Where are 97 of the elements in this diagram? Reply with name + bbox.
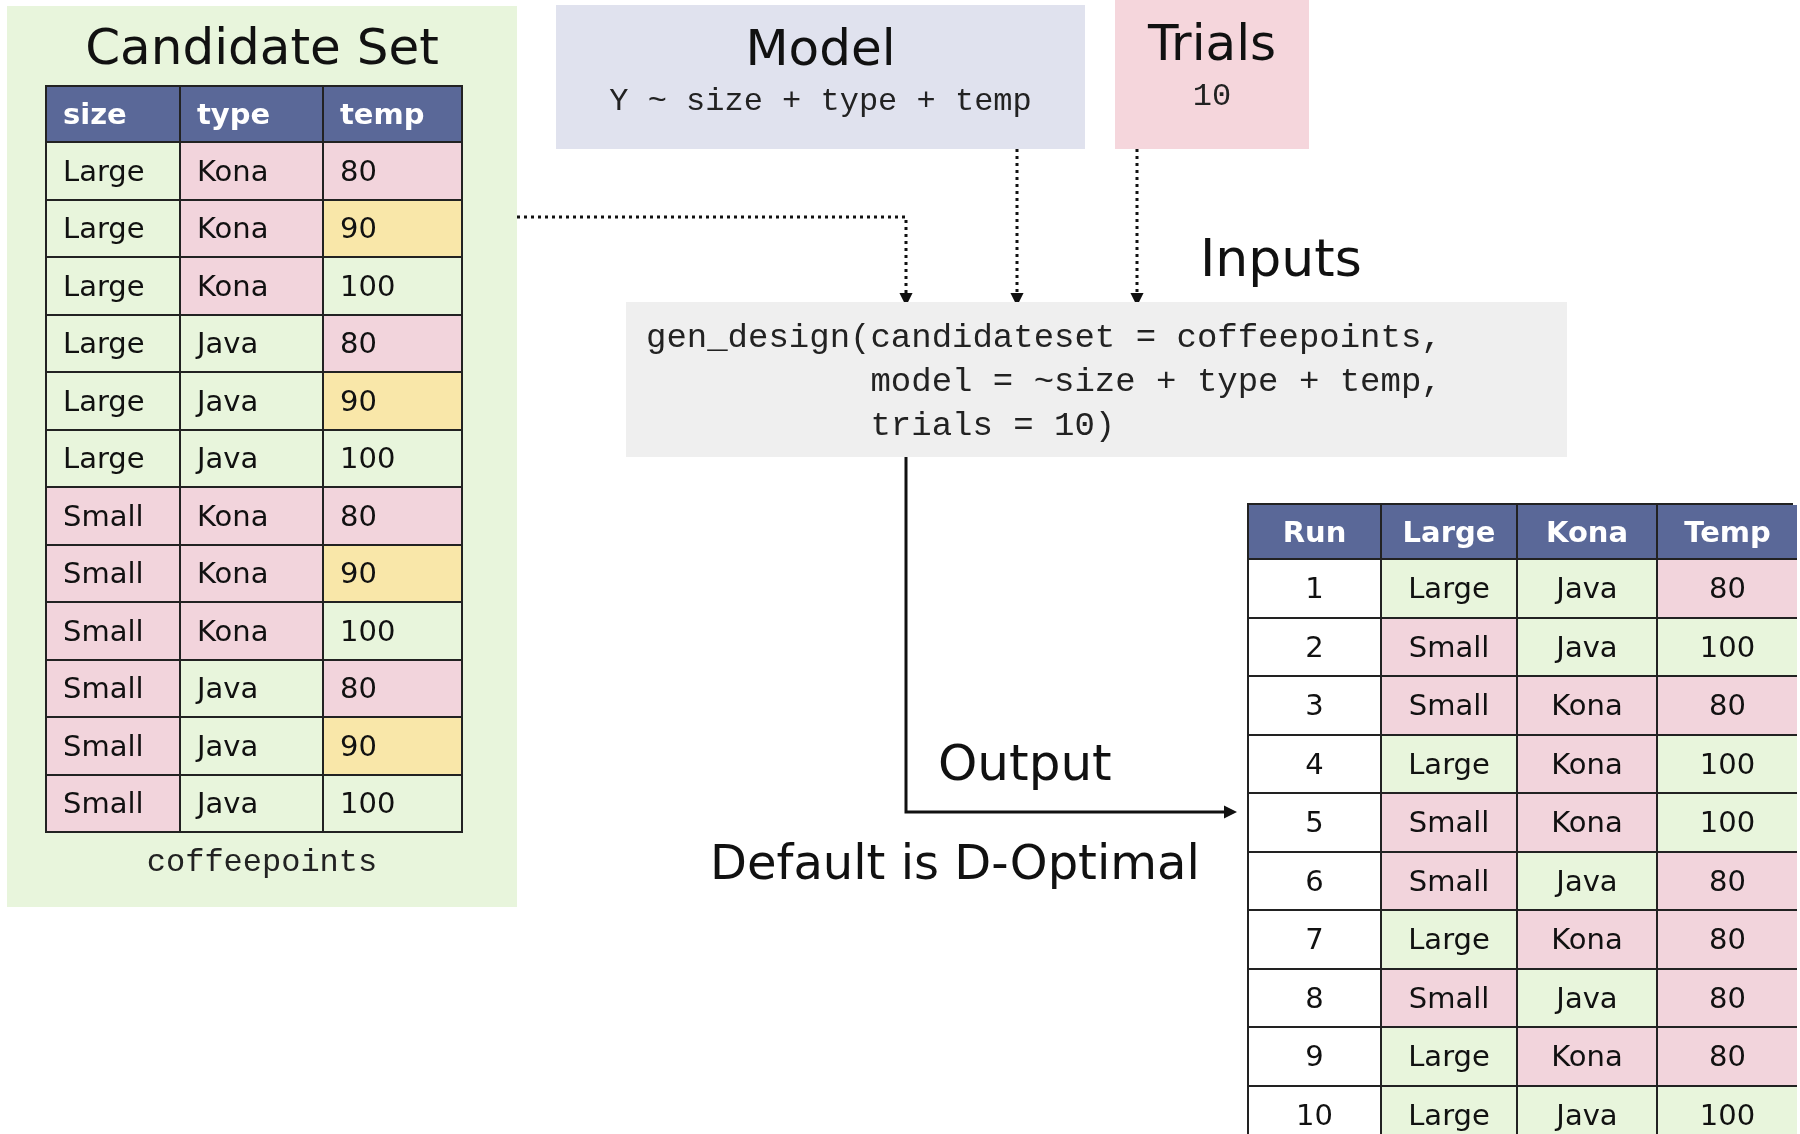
table-cell: Java bbox=[181, 373, 322, 429]
table-cell: 100 bbox=[1658, 618, 1797, 675]
table-cell: Large bbox=[1382, 911, 1516, 968]
table-cell: 8 bbox=[1249, 969, 1380, 1026]
table-cell: 80 bbox=[1658, 560, 1797, 617]
table-cell: Kona bbox=[1518, 794, 1656, 851]
table-cell: 80 bbox=[1658, 677, 1797, 734]
column-header: Kona bbox=[1518, 505, 1656, 558]
table-cell: Kona bbox=[181, 143, 322, 199]
table-cell: 90 bbox=[324, 718, 461, 774]
table-cell: Small bbox=[47, 775, 179, 831]
input-box bbox=[556, 5, 1085, 149]
table-cell: Small bbox=[1382, 794, 1516, 851]
table-caption: coffeepoints bbox=[146, 844, 378, 881]
table-cell: Large bbox=[47, 430, 179, 486]
table-cell: 90 bbox=[324, 373, 461, 429]
table-cell: 9 bbox=[1249, 1028, 1380, 1085]
table-cell: Large bbox=[47, 373, 179, 429]
table-cell: Small bbox=[47, 603, 179, 659]
table-cell: 100 bbox=[1658, 794, 1797, 851]
table-cell: Small bbox=[1382, 969, 1516, 1026]
table-cell: 7 bbox=[1249, 911, 1380, 968]
code-box bbox=[626, 302, 1567, 457]
table-cell: 10 bbox=[1249, 1086, 1380, 1134]
table-cell: 100 bbox=[324, 775, 461, 831]
table-cell: 80 bbox=[324, 488, 461, 544]
table-cell: Java bbox=[181, 430, 322, 486]
table-cell: Kona bbox=[181, 488, 322, 544]
table-cell: 100 bbox=[324, 603, 461, 659]
table-cell: Small bbox=[1382, 618, 1516, 675]
table-cell: Kona bbox=[1518, 1028, 1656, 1085]
table-cell: Small bbox=[1382, 677, 1516, 734]
table-cell: Kona bbox=[1518, 911, 1656, 968]
box-title: Trials bbox=[1147, 14, 1277, 72]
table-cell: Small bbox=[47, 488, 179, 544]
input-box bbox=[1115, 0, 1309, 149]
panel bbox=[7, 6, 517, 907]
table-cell: 4 bbox=[1249, 735, 1380, 792]
column-header: temp bbox=[324, 87, 461, 141]
table-cell: Java bbox=[181, 775, 322, 831]
table-cell: 1 bbox=[1249, 560, 1380, 617]
table-cell: Java bbox=[1518, 560, 1656, 617]
note-text: Default is D-Optimal bbox=[710, 834, 1200, 890]
table-cell: 90 bbox=[324, 545, 461, 601]
table-cell: Java bbox=[1518, 618, 1656, 675]
table-cell: Large bbox=[1382, 1028, 1516, 1085]
table-cell: Java bbox=[181, 315, 322, 371]
table-cell: Kona bbox=[181, 603, 322, 659]
inputs-label: Inputs bbox=[1200, 228, 1362, 288]
table-cell: 80 bbox=[1658, 1028, 1797, 1085]
table-cell: 3 bbox=[1249, 677, 1380, 734]
table-cell: Small bbox=[47, 545, 179, 601]
table-cell: Small bbox=[1382, 852, 1516, 909]
table-cell: Large bbox=[47, 200, 179, 256]
table-cell: Large bbox=[1382, 1086, 1516, 1134]
panel-title: Candidate Set bbox=[85, 18, 439, 76]
table-cell: 5 bbox=[1249, 794, 1380, 851]
table-cell: 100 bbox=[324, 430, 461, 486]
table-cell: Kona bbox=[1518, 735, 1656, 792]
table-cell: 80 bbox=[324, 315, 461, 371]
table-cell: Java bbox=[181, 718, 322, 774]
table-cell: 100 bbox=[324, 258, 461, 314]
table-cell: 80 bbox=[1658, 969, 1797, 1026]
table-cell: Large bbox=[47, 258, 179, 314]
table-cell: Small bbox=[47, 660, 179, 716]
table-cell: Small bbox=[47, 718, 179, 774]
arrow bbox=[904, 457, 1238, 819]
table-cell: 80 bbox=[1658, 911, 1797, 968]
table-cell: Large bbox=[1382, 560, 1516, 617]
table-cell: Large bbox=[47, 315, 179, 371]
table-cell: 80 bbox=[1658, 852, 1797, 909]
column-header: Run bbox=[1249, 505, 1380, 558]
code-text: 10 bbox=[1192, 78, 1232, 115]
table-cell: Java bbox=[1518, 1086, 1656, 1134]
column-header: Large bbox=[1382, 505, 1516, 558]
table-cell: 100 bbox=[1658, 735, 1797, 792]
box-title: Model bbox=[745, 19, 896, 77]
code-text: gen_design(candidateset = coffeepoints, model = ~size + type + temp, trials = 10) bbox=[646, 318, 1443, 447]
table-cell: 100 bbox=[1658, 1086, 1797, 1134]
column-header: type bbox=[181, 87, 322, 141]
table-cell: Java bbox=[1518, 969, 1656, 1026]
table-cell: Kona bbox=[181, 258, 322, 314]
column-header: size bbox=[47, 87, 179, 141]
table-cell: Kona bbox=[1518, 677, 1656, 734]
code-text: Y ~ size + type + temp bbox=[609, 83, 1032, 120]
table-cell: Java bbox=[1518, 852, 1656, 909]
table-cell: Large bbox=[1382, 735, 1516, 792]
table-cell: Kona bbox=[181, 545, 322, 601]
table-cell: 80 bbox=[324, 143, 461, 199]
column-header: Temp bbox=[1658, 505, 1797, 558]
table-cell: 90 bbox=[324, 200, 461, 256]
table-cell: Large bbox=[47, 143, 179, 199]
table-cell: Kona bbox=[181, 200, 322, 256]
table-cell: 2 bbox=[1249, 618, 1380, 675]
table-cell: 80 bbox=[324, 660, 461, 716]
table-cell: 6 bbox=[1249, 852, 1380, 909]
table-cell: Java bbox=[181, 660, 322, 716]
